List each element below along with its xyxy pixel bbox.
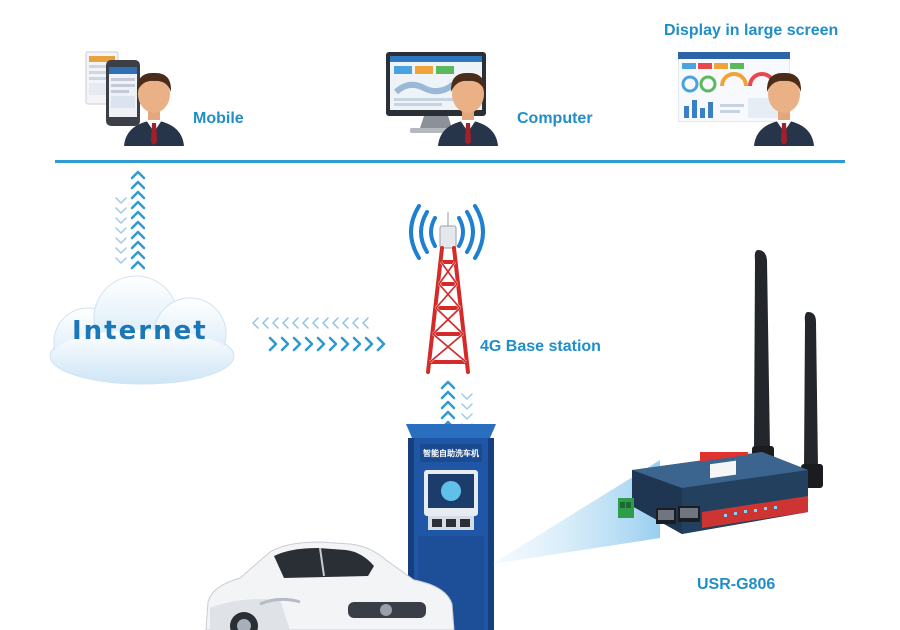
car-icon (205, 541, 455, 630)
device-label: USR-G806 (697, 576, 776, 593)
person-icon (754, 72, 814, 146)
base-station-label: 4G Base station (480, 338, 601, 355)
antenna-icon (752, 250, 774, 472)
computer-label: Computer (517, 110, 593, 127)
person-icon (124, 72, 184, 146)
dashboard-icon (678, 52, 790, 122)
kiosk-title: 智能自助洗车机 (423, 449, 479, 458)
arrow-right-icon (268, 336, 386, 352)
signal-waves-icon (409, 204, 485, 260)
kiosk-icon (406, 424, 496, 630)
router-icon (618, 452, 808, 534)
arrow-up-icon (115, 170, 146, 270)
person-icon (438, 72, 498, 146)
tower-icon (426, 212, 470, 374)
arrow-left-icon (252, 317, 369, 329)
cloud-icon (49, 275, 235, 385)
beam-shape (492, 460, 660, 564)
internet-label: Internet (72, 316, 208, 346)
phone-icon (85, 51, 140, 126)
mobile-label: Mobile (193, 110, 244, 127)
divider-line (55, 160, 845, 163)
large-screen-label: Display in large screen (664, 22, 839, 39)
